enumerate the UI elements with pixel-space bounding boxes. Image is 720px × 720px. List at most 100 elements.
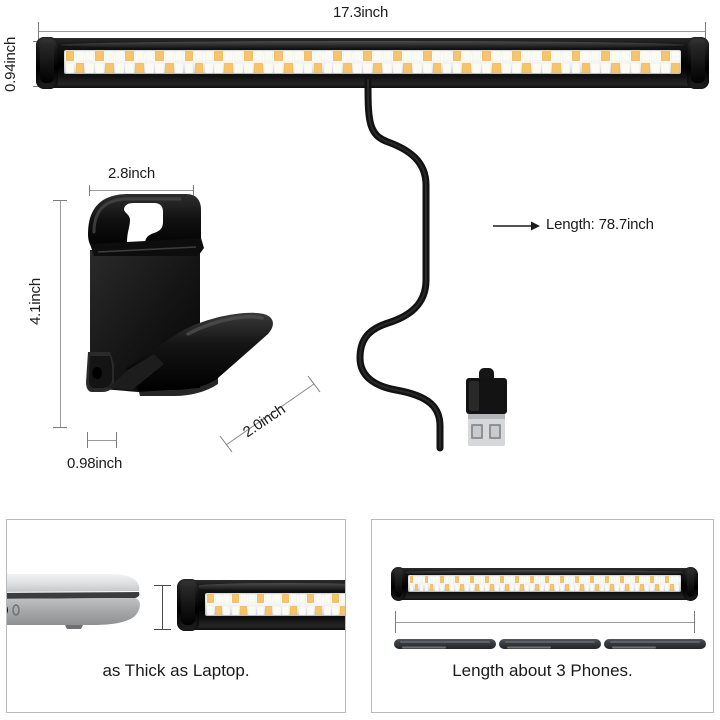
led-chip (469, 584, 474, 592)
led-chip (571, 51, 581, 61)
led-chip (590, 575, 594, 583)
led-chip (264, 63, 273, 73)
led-chip (306, 605, 315, 615)
led-chip (489, 584, 494, 592)
led-chip (472, 63, 482, 73)
thickness-tick-top (154, 585, 171, 586)
led-chip (353, 63, 363, 73)
led-chip (581, 63, 591, 73)
led-chip (442, 63, 452, 73)
bracket-width-label: 2.8inch (108, 165, 155, 182)
led-chip (340, 605, 345, 615)
bracket-width-tick-left (89, 185, 90, 196)
length-panel-caption: Length about 3 Phones. (452, 661, 633, 680)
laptop-seam (7, 592, 140, 599)
led-chip (184, 51, 194, 61)
led-chip (464, 575, 469, 583)
led-chip (313, 51, 323, 61)
bar-length-dimension-line (38, 31, 706, 32)
bracket-height-label: 4.1inch (27, 278, 44, 325)
usb-shell-lip (468, 414, 505, 419)
led-chip (452, 63, 462, 73)
led-row-bottom (408, 584, 681, 593)
led-chip (135, 51, 144, 61)
led-chip (522, 63, 531, 73)
led-chip (214, 63, 224, 73)
led-chip (206, 594, 214, 604)
led-chip (514, 584, 519, 592)
led-chip (665, 584, 670, 592)
thickness-comparison-panel: as Thick as Laptop. (6, 519, 346, 713)
led-chip (184, 63, 194, 73)
bracket-arm-highlight (186, 314, 264, 336)
led-chip (452, 51, 462, 61)
led-chip (484, 584, 489, 592)
led-chip (449, 575, 454, 583)
led-chip (65, 63, 75, 73)
led-chip (561, 63, 571, 73)
led-chip (531, 51, 541, 61)
led-chip (595, 584, 599, 592)
led-chip (660, 584, 665, 592)
bar-end-cap-right (683, 567, 698, 601)
led-chip (244, 63, 253, 73)
led-chip (565, 584, 569, 592)
led-chip (665, 575, 670, 583)
led-chip (581, 51, 591, 61)
led-chip (610, 575, 615, 583)
led-chip (343, 51, 353, 61)
led-chip (494, 575, 499, 583)
led-chip (560, 575, 564, 583)
phone-top-highlight (610, 641, 700, 643)
led-chip (492, 63, 501, 73)
length-tick-left (395, 611, 396, 633)
led-chip (115, 51, 124, 61)
led-chip (660, 575, 665, 583)
led-chip (534, 575, 539, 583)
led-chip (264, 51, 273, 61)
led-chip (214, 605, 223, 615)
led-chip (650, 63, 660, 73)
led-chip (641, 51, 650, 61)
led-chip (424, 584, 429, 592)
led-chip (256, 594, 264, 604)
led-chip (545, 584, 549, 592)
led-chip (601, 51, 611, 61)
led-chip (550, 584, 554, 592)
led-chip (265, 605, 273, 615)
led-chip (315, 594, 323, 604)
led-chip (315, 605, 323, 615)
bracket-arm-shadow (138, 377, 218, 396)
led-chip (620, 575, 625, 583)
laptop-lid (7, 574, 140, 592)
led-chip (464, 584, 469, 592)
bracket-width-dimension-line (89, 190, 194, 191)
led-light-bar-main (36, 37, 709, 89)
led-chip (422, 63, 432, 73)
led-chip (512, 51, 521, 61)
led-chip (414, 575, 419, 583)
bracket-height-tick-bottom (53, 427, 67, 428)
led-chip (575, 575, 579, 583)
led-chip (231, 594, 239, 604)
phone-2 (499, 639, 601, 649)
led-chip (164, 51, 174, 61)
led-chip (459, 584, 464, 592)
led-chip (234, 63, 243, 73)
laptop-edge-profile (7, 574, 140, 629)
led-chip (323, 605, 331, 615)
led-chip (502, 51, 511, 61)
phone-bottom-highlight (507, 646, 551, 649)
led-chip (504, 584, 509, 592)
led-chip (519, 575, 524, 583)
led-row-bottom (64, 62, 681, 74)
led-chip (240, 594, 248, 604)
led-chip (625, 584, 630, 592)
led-chip (333, 51, 343, 61)
led-chip (439, 584, 444, 592)
led-chip (363, 63, 372, 73)
bracket-brace (108, 354, 164, 390)
led-chip (570, 575, 574, 583)
led-chip (454, 584, 459, 592)
led-chip (524, 575, 529, 583)
